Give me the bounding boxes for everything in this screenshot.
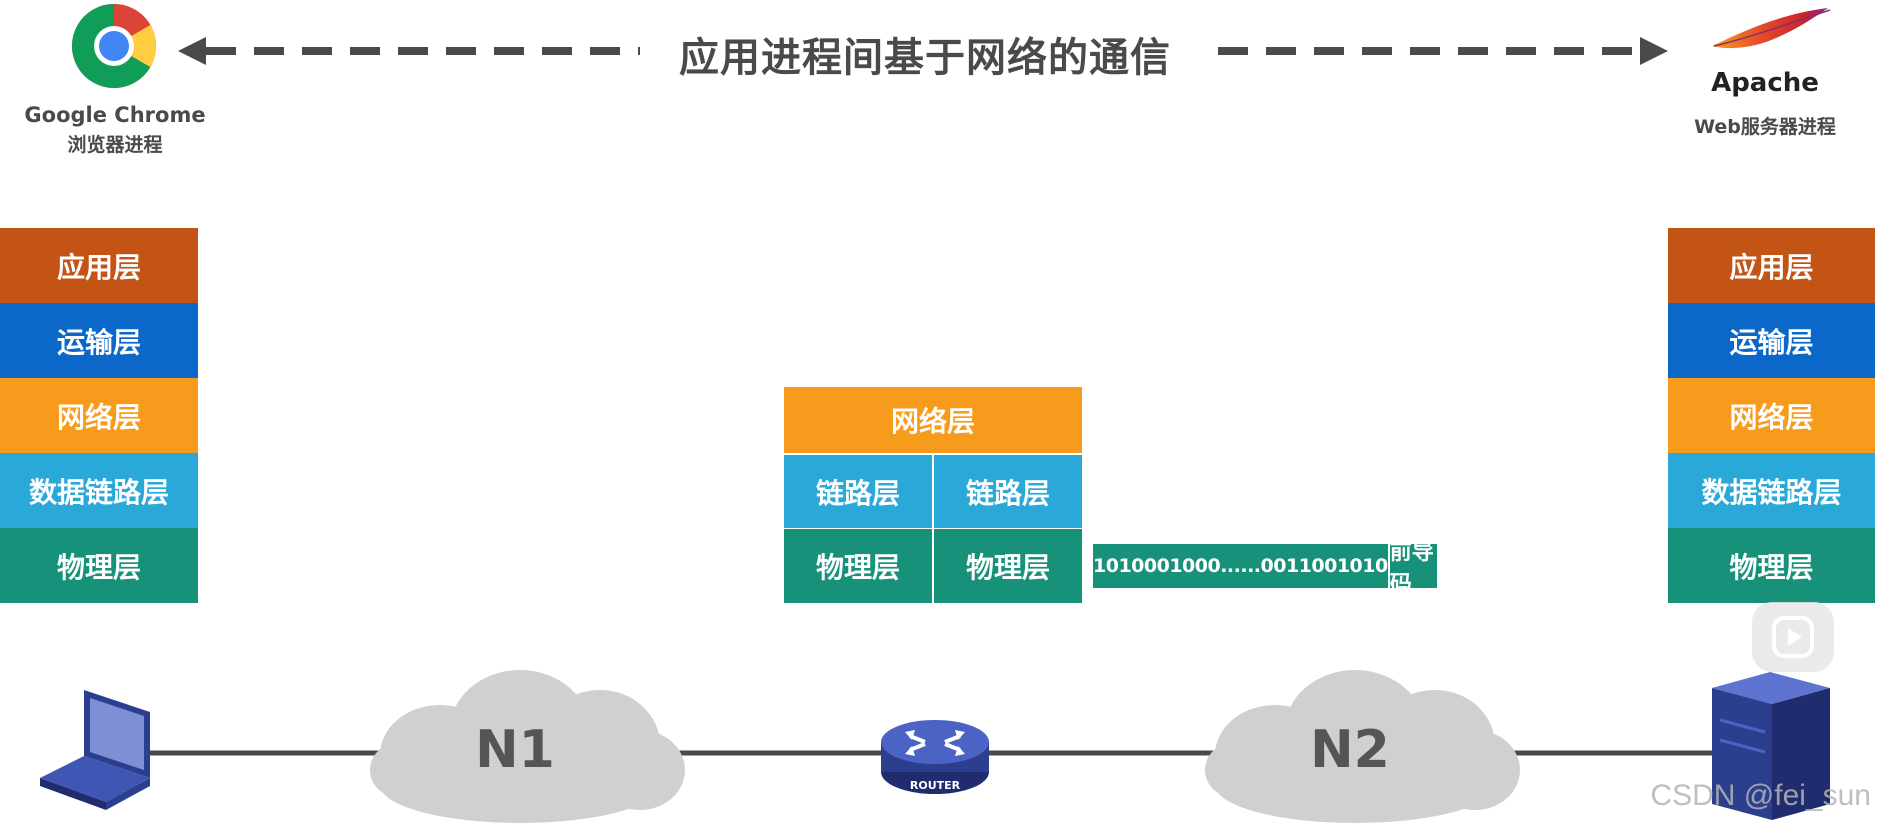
chrome-app-name: Google Chrome <box>24 103 206 127</box>
layer-transport: 运输层 <box>0 303 198 378</box>
apache-app-role: Web服务器进程 <box>1694 116 1836 138</box>
chrome-app-role: 浏览器进程 <box>67 134 163 156</box>
server-icon <box>1712 672 1830 820</box>
bitstream-data: 1010001000......0011001010 <box>1093 544 1390 588</box>
arrow-head-right <box>1640 37 1668 65</box>
cloud-n1-label: N1 <box>475 720 555 780</box>
router-label: ROUTER <box>909 779 961 792</box>
host-protocol-stack-right: 应用层 运输层 网络层 数据链路层 物理层 <box>1668 228 1875 603</box>
layer-physical: 物理层 <box>1668 528 1875 603</box>
cloud-n2-icon <box>1205 670 1520 823</box>
router-layer-network: 网络层 <box>784 387 1082 453</box>
cloud-n2-label: N2 <box>1310 720 1390 780</box>
host-protocol-stack-left: 应用层 运输层 网络层 数据链路层 物理层 <box>0 228 198 603</box>
page-title: 应用进程间基于网络的通信 <box>679 35 1171 81</box>
bitstream: 1010001000......0011001010 前导码 <box>1093 540 1437 597</box>
router-layer-physical-left: 物理层 <box>784 529 932 603</box>
layer-physical: 物理层 <box>0 528 198 603</box>
apache-app-name: Apache <box>1711 68 1819 98</box>
arrow-head-left <box>178 37 206 65</box>
network-topology <box>40 670 1830 823</box>
layer-application: 应用层 <box>0 228 198 303</box>
bitstream-preamble: 前导码 <box>1389 540 1434 597</box>
communication-arrow <box>178 37 1668 65</box>
layer-transport: 运输层 <box>1668 303 1875 378</box>
watermark: CSDN @fei_sun <box>1650 779 1871 812</box>
layer-datalink: 数据链路层 <box>1668 453 1875 528</box>
layer-application: 应用层 <box>1668 228 1875 303</box>
router-layer-physical-right: 物理层 <box>934 529 1082 603</box>
router-icon <box>881 720 989 794</box>
layer-network: 网络层 <box>0 378 198 453</box>
laptop-icon <box>40 690 150 810</box>
play-icon <box>1772 616 1814 658</box>
apache-feather-icon <box>1712 8 1831 49</box>
chrome-icon <box>71 3 157 89</box>
router-layer-link-right: 链路层 <box>934 455 1082 528</box>
layer-datalink: 数据链路层 <box>0 453 198 528</box>
cloud-n1-icon <box>370 670 685 823</box>
play-overlay[interactable] <box>1752 602 1834 672</box>
router-layer-link-left: 链路层 <box>784 455 932 528</box>
layer-network: 网络层 <box>1668 378 1875 453</box>
